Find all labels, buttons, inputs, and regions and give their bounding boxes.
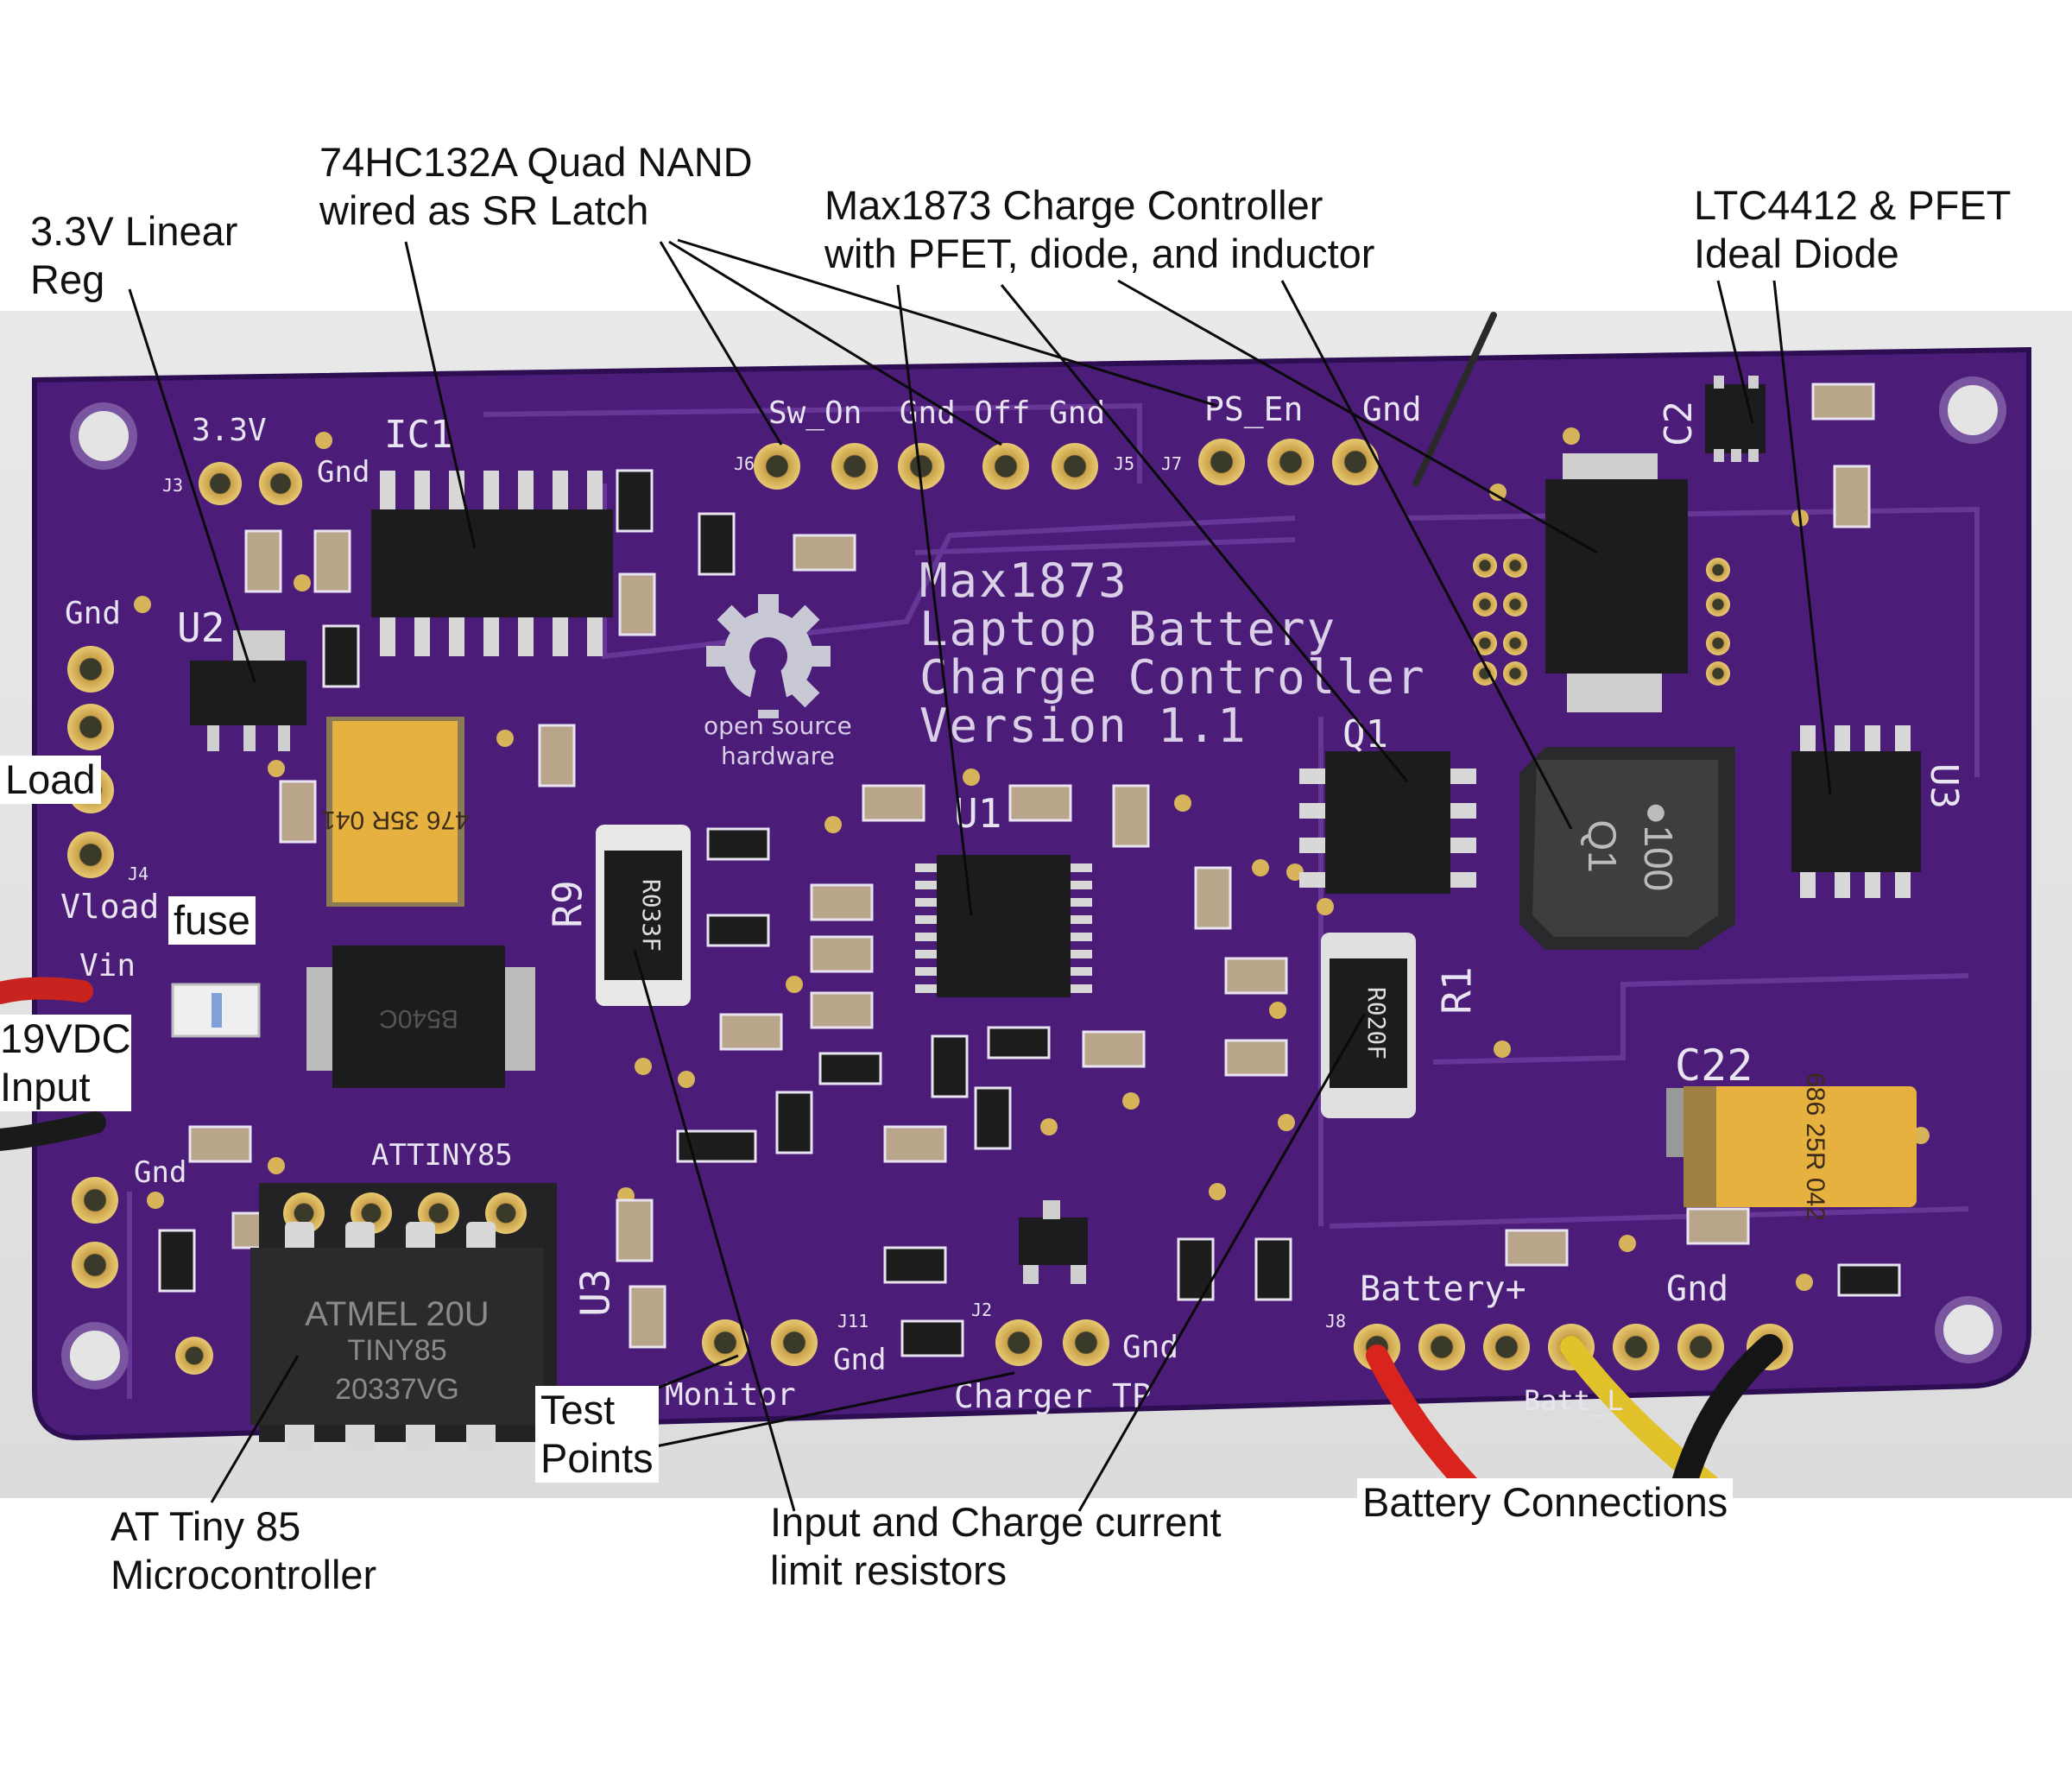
oshw-logo-icon [706, 594, 831, 718]
r9-marking: R033F [637, 879, 666, 952]
annotation-nand-latch-line-2: wired as SR Latch [319, 187, 649, 233]
annotation-current-limit: Input and Charge current limit resistors [770, 1498, 1222, 1595]
annotation-19vdc-input: 19VDC Input [0, 1015, 131, 1111]
annotation-ideal-diode-line-2: Ideal Diode [1694, 231, 1899, 276]
annotation-nand-latch: 74HC132A Quad NAND wired as SR Latch [319, 138, 753, 235]
u3-soic [1791, 725, 1921, 898]
annotation-fuse: fuse [168, 896, 256, 945]
tantalum-2-marking: 686 25R 042 [1801, 1072, 1829, 1221]
attiny-marking-3: 20337VG [335, 1373, 459, 1406]
ltc4412-chip [1705, 376, 1766, 462]
r9-shunt-resistor: R033F [596, 825, 691, 1006]
fuse-component [171, 983, 261, 1038]
tantalum-cap-2: 686 25R 042 [1666, 1072, 1917, 1221]
annotation-charge-controller: Max1873 Charge Controller with PFET, dio… [824, 181, 1374, 278]
annotation-load: Load [0, 756, 101, 804]
schottky-diode: B540C [306, 946, 535, 1088]
mounting-holes [61, 376, 2006, 1389]
annotation-attiny-line-2: Microcontroller [111, 1552, 377, 1597]
annotation-test-points-line-2: Points [540, 1435, 654, 1481]
annotation-current-limit-line-2: limit resistors [770, 1547, 1008, 1593]
attiny-marking-2: TINY85 [347, 1334, 446, 1367]
annotation-test-points: Test Points [535, 1386, 659, 1483]
inductor-q1-marking: Q1 [1580, 819, 1625, 872]
annotation-charge-controller-line-1: Max1873 Charge Controller [824, 182, 1323, 228]
inductor: ●100 Q1 [1519, 747, 1735, 950]
q1-mosfet [1299, 751, 1476, 894]
attiny85-chip: ATMEL 20U TINY85 20337VG [250, 1183, 557, 1451]
annotation-test-points-line-1: Test [540, 1387, 616, 1433]
annotation-ideal-diode-line-1: LTC4412 & PFET [1694, 182, 2012, 228]
annotation-3v3-reg-line-2: Reg [30, 256, 105, 302]
annotation-battery-connections: Battery Connections [1357, 1478, 1734, 1527]
diode-marking: B540C [379, 1004, 458, 1033]
annotation-ideal-diode: LTC4412 & PFET Ideal Diode [1694, 181, 2011, 278]
annotation-3v3-reg-line-1: 3.3V Linear [30, 208, 238, 254]
annotation-attiny-line-1: AT Tiny 85 [111, 1503, 301, 1549]
annotation-3v3-reg: 3.3V Linear Reg [30, 207, 237, 304]
tantalum-1-marking: 476 35R 041 [321, 806, 470, 834]
annotation-current-limit-line-1: Input and Charge current [770, 1499, 1222, 1545]
inductor-marking: ●100 [1636, 801, 1681, 892]
tantalum-cap-1: 476 35R 041 [321, 717, 470, 907]
u1-chip [915, 855, 1092, 997]
r1-shunt-resistor: R020F [1321, 933, 1416, 1118]
annotation-nand-latch-line-1: 74HC132A Quad NAND [319, 139, 753, 185]
annotation-19vdc-line-2: Input [0, 1064, 91, 1110]
annotation-charge-controller-line-2: with PFET, diode, and inductor [824, 231, 1375, 276]
attiny-marking-1: ATMEL 20U [305, 1295, 489, 1333]
annotation-19vdc-line-1: 19VDC [0, 1015, 131, 1061]
r1-marking: R020F [1362, 987, 1391, 1059]
pcb-board-edge [32, 346, 2031, 1441]
annotation-attiny: AT Tiny 85 Microcontroller [111, 1502, 376, 1599]
